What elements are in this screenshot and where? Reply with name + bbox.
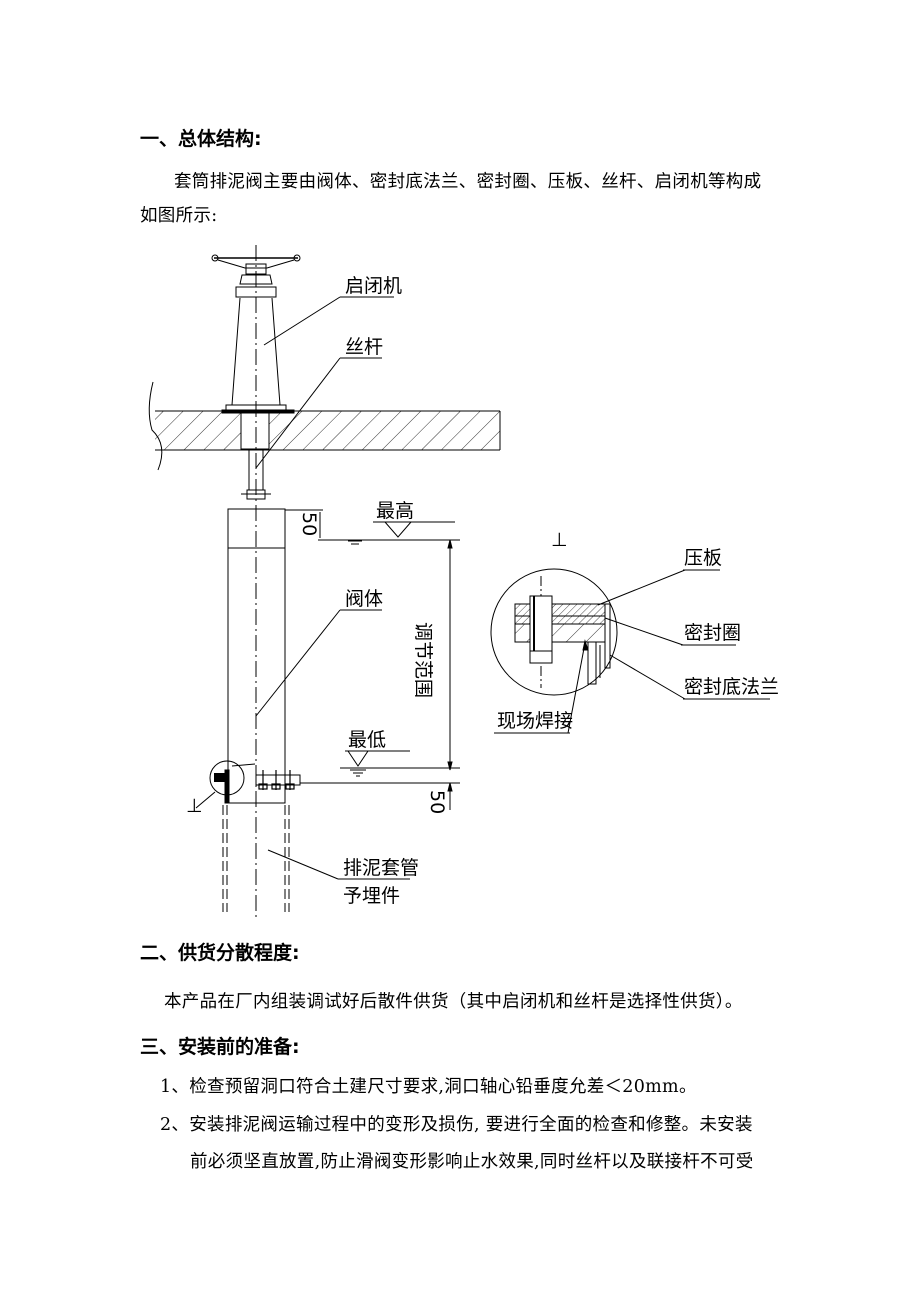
list-item: 2、安装排泥阀运输过程中的变形及损伤, 要进行全面的检查和修整。未安装 xyxy=(160,1115,753,1135)
label-seal-flange: 密封底法兰 xyxy=(684,676,779,698)
sleeve-pipe-drawing xyxy=(222,805,290,912)
section-heading-3: 三、安装前的准备: xyxy=(140,1036,300,1058)
seal-detail-view xyxy=(490,568,770,734)
label-screw-rod: 丝杆 xyxy=(345,336,383,358)
dimension-top: 50 xyxy=(298,512,320,536)
label-highest: 最高 xyxy=(376,500,414,522)
section-mark: ⊥ xyxy=(186,795,203,817)
section-mark-detail: ⊥ xyxy=(551,529,568,551)
section-heading-2: 二、供货分散程度: xyxy=(140,942,300,964)
label-seal-ring: 密封圈 xyxy=(684,622,741,644)
dimension-bottom: 50 xyxy=(426,790,448,814)
paragraph: 套筒排泥阀主要由阀体、密封底法兰、密封圈、压板、丝杆、启闭机等构成 xyxy=(174,172,762,192)
section-heading-1: 一、总体结构: xyxy=(140,128,262,150)
concrete-slab xyxy=(148,381,501,471)
label-valve-body: 阀体 xyxy=(345,588,383,610)
label-pressure-plate: 压板 xyxy=(684,547,722,569)
valve-body-drawing xyxy=(224,508,460,804)
label-field-weld: 现场焊接 xyxy=(497,710,573,732)
label-lowest: 最低 xyxy=(348,729,386,751)
label-adjust-range: 调节范围 xyxy=(412,622,434,698)
list-item-continuation: 前必须坚直放置,防止滑阀变形影响止水效果,同时丝杆以及联接杆不可受 xyxy=(190,1152,754,1172)
leader-lines xyxy=(255,296,410,880)
paragraph: 如图所示: xyxy=(140,206,218,226)
label-embedded: 予埋件 xyxy=(343,885,400,907)
label-pipe: 排泥套管 xyxy=(343,857,419,879)
label-actuator: 启闭机 xyxy=(345,275,402,297)
paragraph: 本产品在厂内组装调试好后散件供货（其中启闭机和丝杆是选择性供货）。 xyxy=(164,992,743,1012)
detail-marker-circle xyxy=(209,760,245,796)
list-item: 1、检查预留洞口符合土建尺寸要求,洞口轴心铅垂度允差＜20mm。 xyxy=(160,1077,697,1097)
dimension-lines xyxy=(285,509,460,810)
